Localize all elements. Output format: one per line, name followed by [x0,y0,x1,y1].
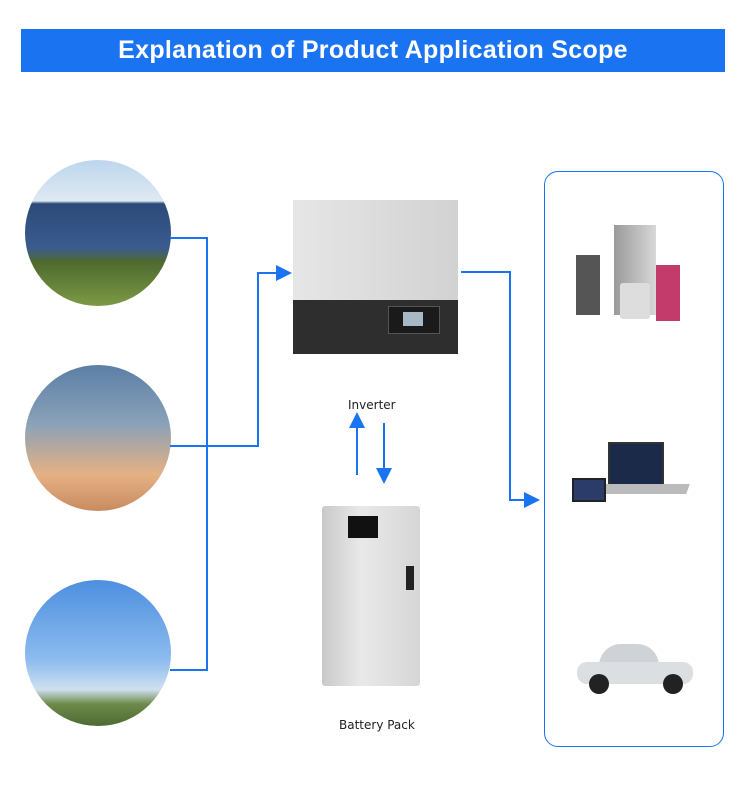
electric-car-image [577,642,693,696]
loads-panel [544,171,724,747]
inverter-image [293,200,458,354]
inverter-label: Inverter [348,398,396,412]
laptop-tablet-image [572,442,690,510]
grid-to-inverter-arrow [170,265,292,447]
solar-panel-image [25,160,171,306]
page-title: Explanation of Product Application Scope [21,29,725,72]
inverter-to-loads-arrow [461,271,540,508]
wind-turbine-image [25,580,171,726]
home-appliances-image [574,225,682,325]
battery-pack-label: Battery Pack [339,718,415,732]
battery-pack-image [322,506,420,686]
solar-wind-connector [170,237,208,671]
power-grid-image [25,365,171,511]
